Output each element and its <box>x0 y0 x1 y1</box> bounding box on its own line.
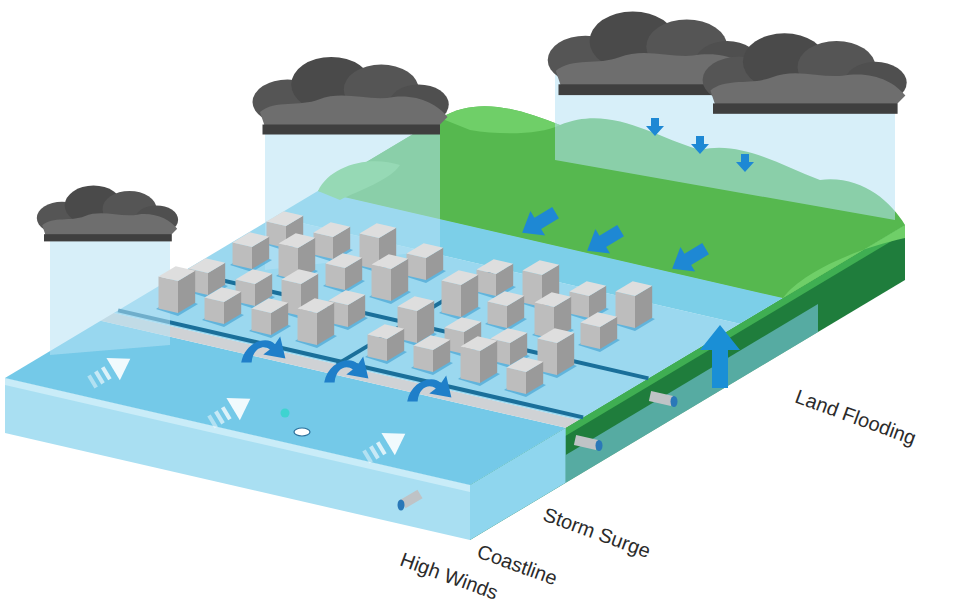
boats <box>281 409 311 437</box>
buildings <box>156 211 655 397</box>
surge-up-arrow <box>700 325 740 388</box>
scene-label: Storm Surge <box>540 503 653 563</box>
pipes <box>398 396 678 511</box>
rain-arrows <box>646 118 754 172</box>
wind-arrows <box>84 348 412 469</box>
flood-arrows <box>515 200 713 281</box>
scene-label: Land Flooding <box>792 385 919 450</box>
clouds <box>37 11 907 241</box>
surge-arrows <box>241 336 451 401</box>
